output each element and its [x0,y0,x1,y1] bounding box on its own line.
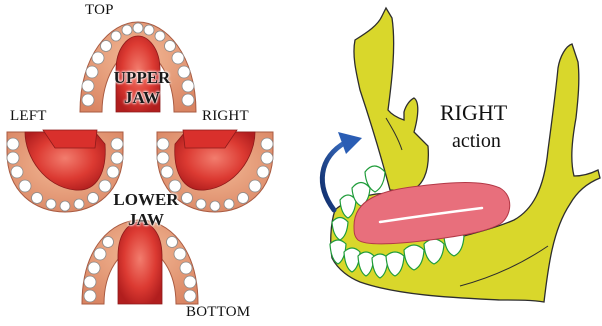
label-right-action-subtitle: action [452,130,501,153]
bottom-tongue [118,222,162,304]
label-right: RIGHT [202,108,249,125]
label-top: TOP [85,2,114,19]
label-upper-jaw: UPPER JAW [108,68,176,108]
label-lower-jaw-line1: LOWER [110,190,182,210]
label-lower-jaw: LOWER JAW [110,190,182,230]
bottom-jaw-view [82,220,198,304]
left-jaw-view [7,130,123,212]
label-right-action-title: RIGHT [440,100,507,126]
label-left: LEFT [10,108,47,125]
label-bottom: BOTTOM [186,304,250,321]
label-upper-jaw-line2: JAW [108,88,176,108]
label-lower-jaw-line2: JAW [110,210,182,230]
label-upper-jaw-line1: UPPER [108,68,176,88]
mandible-illustration [322,8,600,302]
